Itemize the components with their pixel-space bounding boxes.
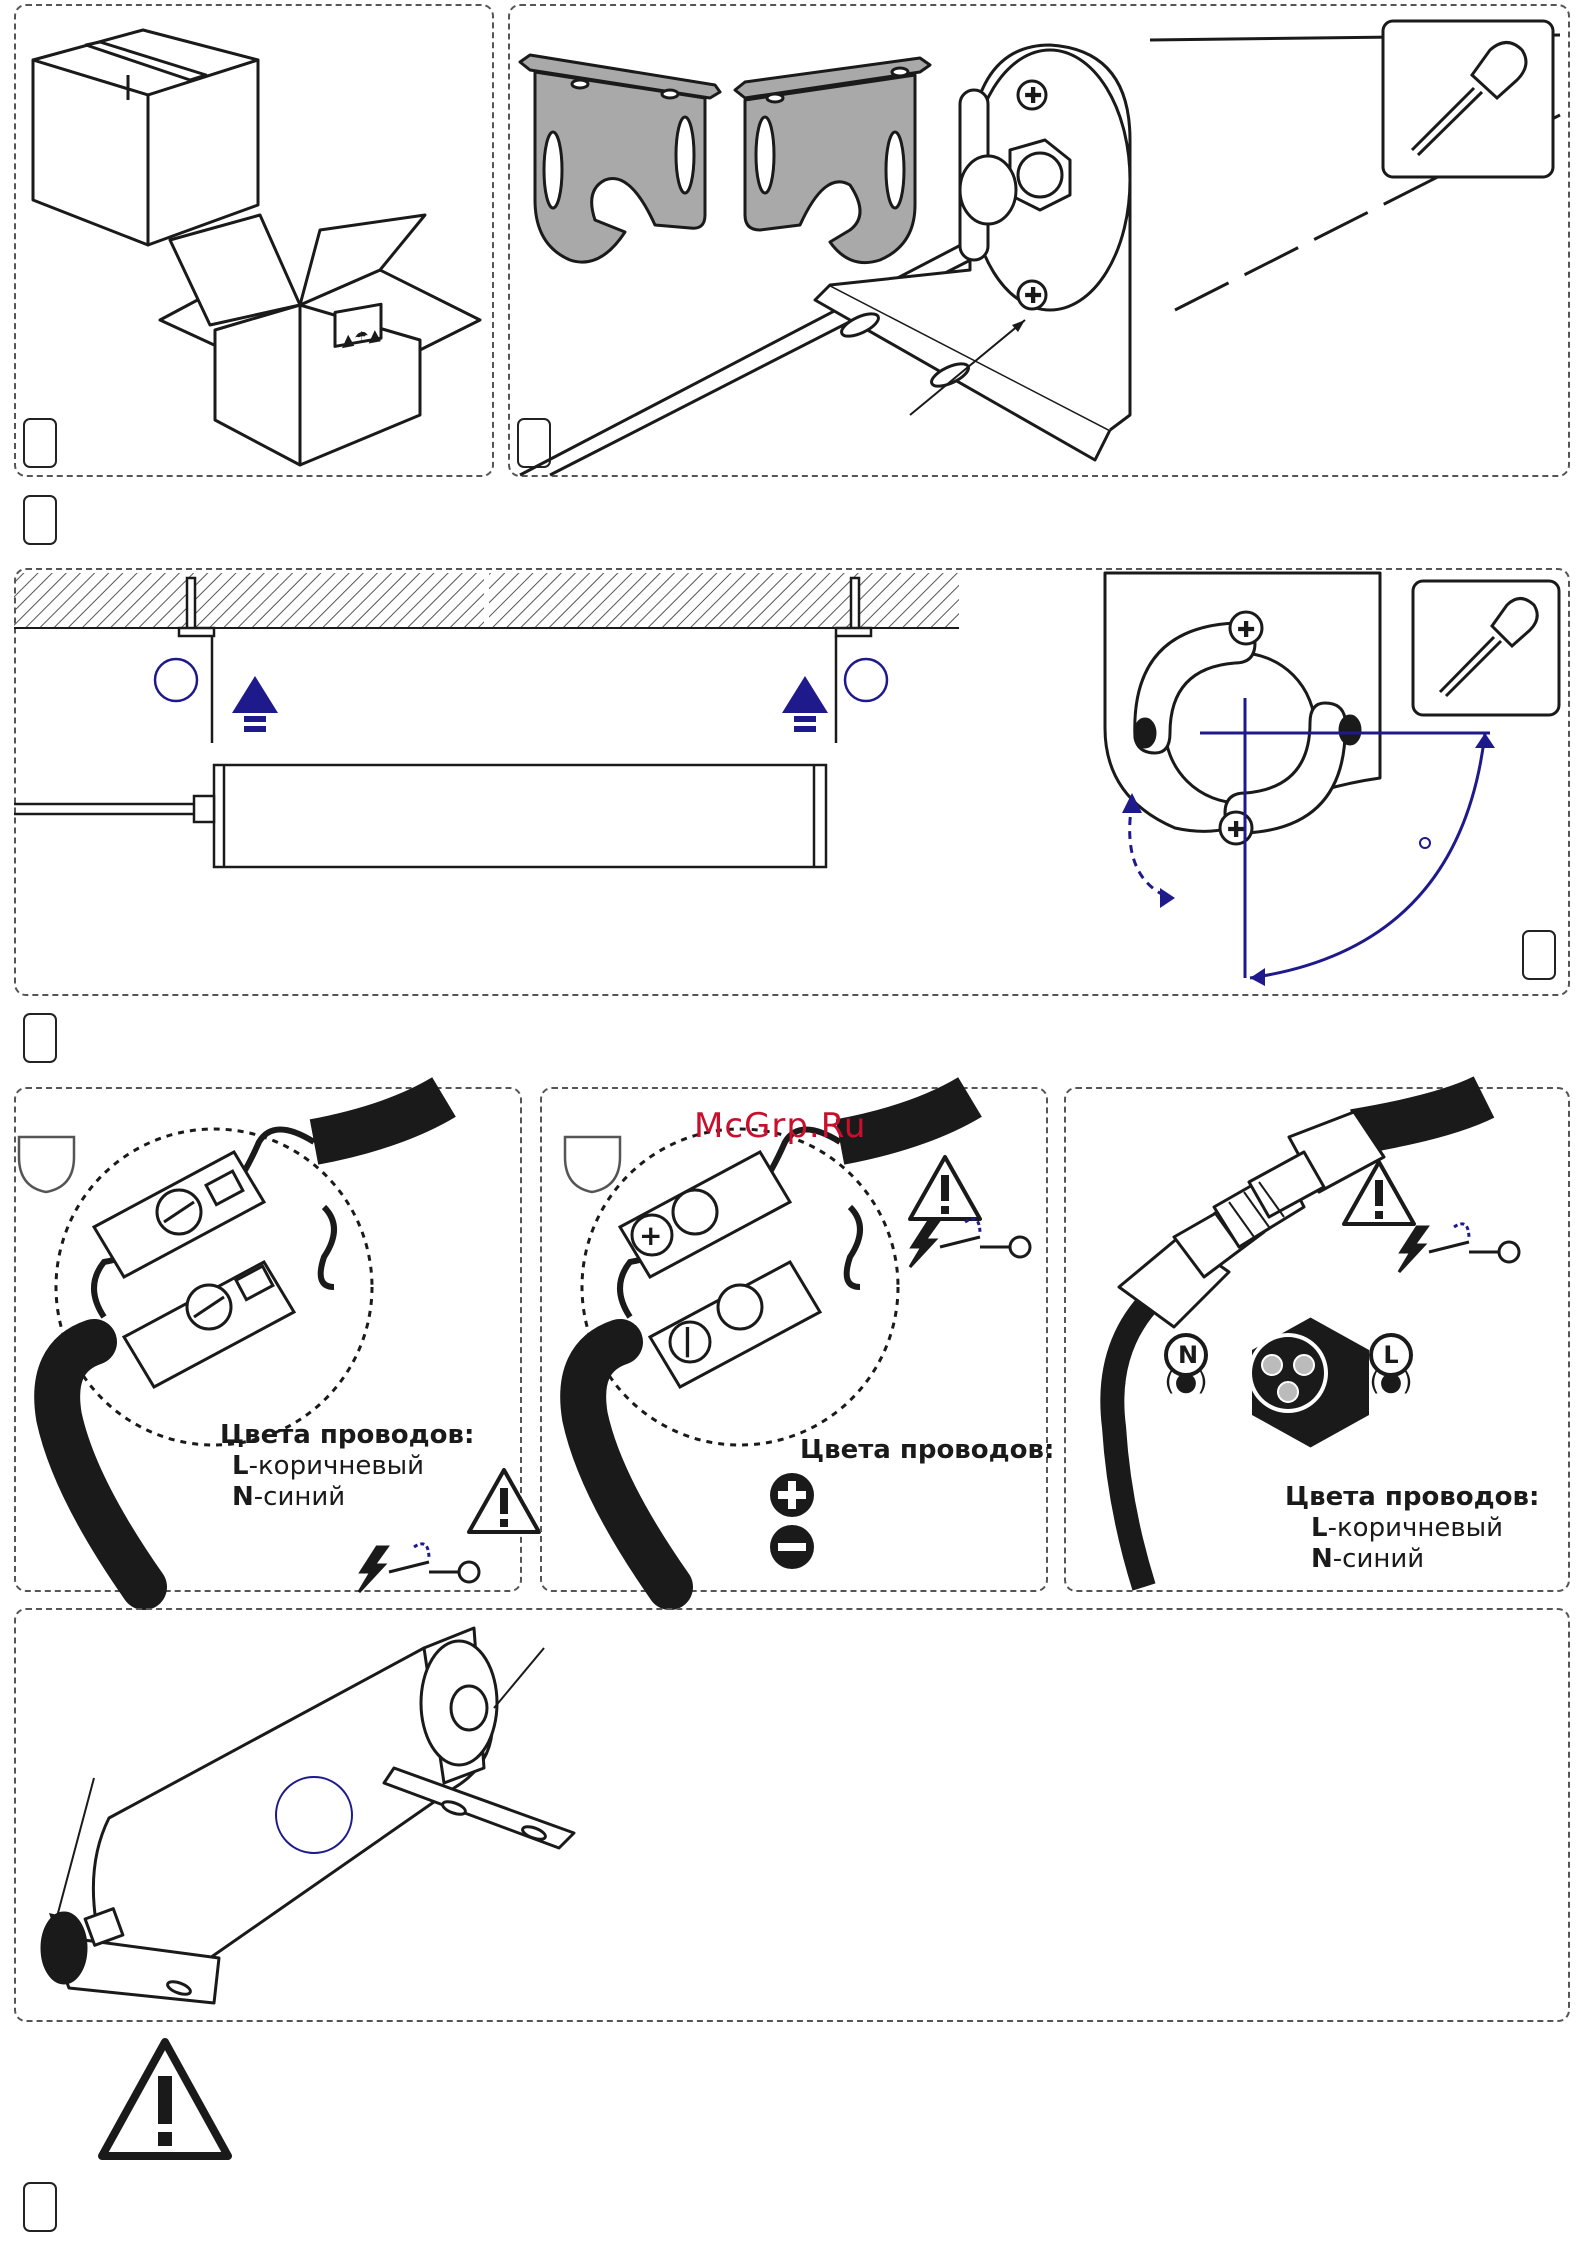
screwdriver-icon — [1382, 20, 1554, 178]
wire-l-color: -коричневый — [249, 1451, 425, 1481]
svg-text:|: | — [682, 1323, 693, 1358]
connector-badge-n: N — [1172, 1339, 1204, 1371]
watermark: McGrp.Ru — [694, 1106, 866, 1146]
step-4-number-box — [23, 1013, 57, 1063]
wiring-connector-legend: Цвета проводов: L-коричневый N-синий — [1285, 1482, 1539, 1575]
connector-wire-n-letter: N — [1311, 1544, 1333, 1574]
svg-text:✚: ✚ — [1024, 284, 1042, 309]
svg-text:✚: ✚ — [1237, 618, 1255, 643]
wiring-ac-legend: Цвета проводов: L-коричневый N-синий — [220, 1420, 474, 1513]
svg-text:+: + — [639, 1219, 662, 1252]
step-5-number-box — [23, 2182, 57, 2232]
connector-wire-l-color: -коричневый — [1328, 1513, 1504, 1543]
warning-icon — [98, 2038, 232, 2162]
wire-n-color: -синий — [254, 1482, 345, 1512]
open-box-icon: ▲☂▲ — [150, 210, 490, 470]
installed-tube-icon — [14, 1608, 614, 2022]
wiring-connector-heading: Цвета проводов: — [1285, 1482, 1539, 1513]
svg-text:✚: ✚ — [1227, 818, 1245, 843]
wire-n-letter: N — [232, 1482, 254, 1512]
terminal-block-icon: ϟ — [14, 1087, 522, 1592]
screwdriver-icon-2 — [1412, 580, 1560, 716]
step-1-number-box — [23, 418, 57, 468]
step-3-number-box — [23, 495, 57, 545]
step-3-corner-box — [1522, 930, 1556, 980]
wiring-dc-heading: Цвета проводов: — [800, 1435, 1054, 1466]
connector-wire-n-color: -синий — [1333, 1544, 1424, 1574]
terminal-block-dc-icon: + | — [540, 1087, 1048, 1592]
connector-wire-l-letter: L — [1311, 1513, 1328, 1543]
wire-l-letter: L — [232, 1451, 249, 1481]
svg-text:ϟ: ϟ — [454, 1090, 474, 1125]
ceiling-mount-icon — [14, 568, 1014, 868]
svg-text:(●): (●) — [1370, 1367, 1413, 1397]
svg-text:(●): (●) — [1165, 1367, 1208, 1397]
wiring-ac-heading: Цвета проводов: — [220, 1420, 474, 1451]
connector-badge-l: L — [1375, 1339, 1407, 1371]
svg-text:✚: ✚ — [1024, 84, 1042, 109]
wiring-dc-legend: Цвета проводов: — [800, 1435, 1054, 1466]
